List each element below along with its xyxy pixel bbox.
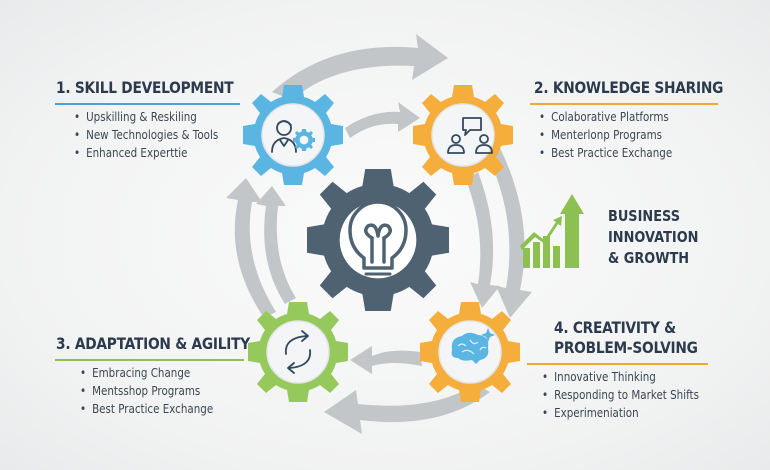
- step-items: Innovative Thinking Responding to Market…: [542, 368, 725, 422]
- lightbulb-icon: [348, 200, 408, 282]
- outcome-line-1: BUSINESS: [608, 207, 681, 225]
- list-item: Embracing Change: [80, 364, 253, 382]
- step-title-line-2: PROBLEM-SOLVING: [554, 338, 698, 357]
- step-items: Upskilling & Reskiling New Technologies …: [74, 108, 262, 162]
- list-item: Best Practice Exchange: [80, 400, 253, 418]
- list-item: Mentsshop Programs: [80, 382, 253, 400]
- step-skill-development: 1. SKILL DEVELOPMENT Upskilling & Reskil…: [56, 78, 262, 162]
- arrow-right-outer: [488, 148, 532, 318]
- list-item: New Technologies & Tools: [74, 126, 236, 144]
- cycle-arrows: [226, 34, 532, 434]
- step-items: Embracing Change Mentsshop Programs Best…: [80, 364, 282, 418]
- person-gear-icon: [271, 120, 297, 153]
- step-knowledge-sharing: 2. KNOWLEDGE SHARING Colaborative Platfo…: [534, 78, 754, 162]
- list-item: Upskilling & Reskiling: [74, 108, 236, 126]
- arrow-bottom-inner: [350, 346, 422, 374]
- brain-sparkle-icon: [451, 328, 495, 364]
- center-gear: [307, 169, 449, 311]
- gear-skill-development: [243, 85, 343, 185]
- list-item: Menterlonp Programs: [539, 126, 724, 144]
- step-title: 2. KNOWLEDGE SHARING: [534, 78, 724, 97]
- step-adaptation-agility: 3. ADAPTATION & AGILITY Embracing Change…: [56, 334, 282, 418]
- arrow-left-outer: [226, 178, 276, 318]
- gear-knowledge-sharing: [413, 85, 513, 185]
- list-item: Experimeniation: [542, 404, 699, 422]
- list-item: Colaborative Platforms: [539, 108, 724, 126]
- arrow-top-inner: [345, 102, 420, 138]
- arrow-bottom-outer: [324, 384, 490, 434]
- gear-adaptation-agility: [248, 302, 348, 402]
- refresh-cycle-icon: [284, 330, 312, 374]
- list-item: Responding to Market Shifts: [542, 386, 699, 404]
- arrow-top-outer: [272, 34, 448, 100]
- list-item: Enhanced Experttie: [74, 144, 236, 162]
- small-gear-icon: [293, 129, 315, 151]
- step-title: 1. SKILL DEVELOPMENT: [56, 78, 234, 97]
- outcome-line-3: & GROWTH: [608, 249, 690, 267]
- growth-chart-arrow-icon: [520, 194, 584, 268]
- step-creativity-problem-solving: 4. CREATIVITY & PROBLEM-SOLVING Innovati…: [554, 318, 725, 422]
- step-title: 3. ADAPTATION & AGILITY: [56, 334, 250, 353]
- step-items: Colaborative Platforms Menterlonp Progra…: [539, 108, 754, 162]
- arrow-left-inner: [256, 186, 296, 304]
- list-item: Innovative Thinking: [542, 368, 699, 386]
- step-title-line-1: 4. CREATIVITY &: [554, 318, 676, 337]
- arrow-right-inner: [466, 172, 500, 308]
- outcome-line-2: INNOVATION: [608, 228, 699, 246]
- business-innovation-growth: BUSINESS INNOVATION & GROWTH: [608, 206, 698, 269]
- people-chat-icon: [447, 117, 493, 154]
- list-item: Best Practice Exchange: [539, 144, 724, 162]
